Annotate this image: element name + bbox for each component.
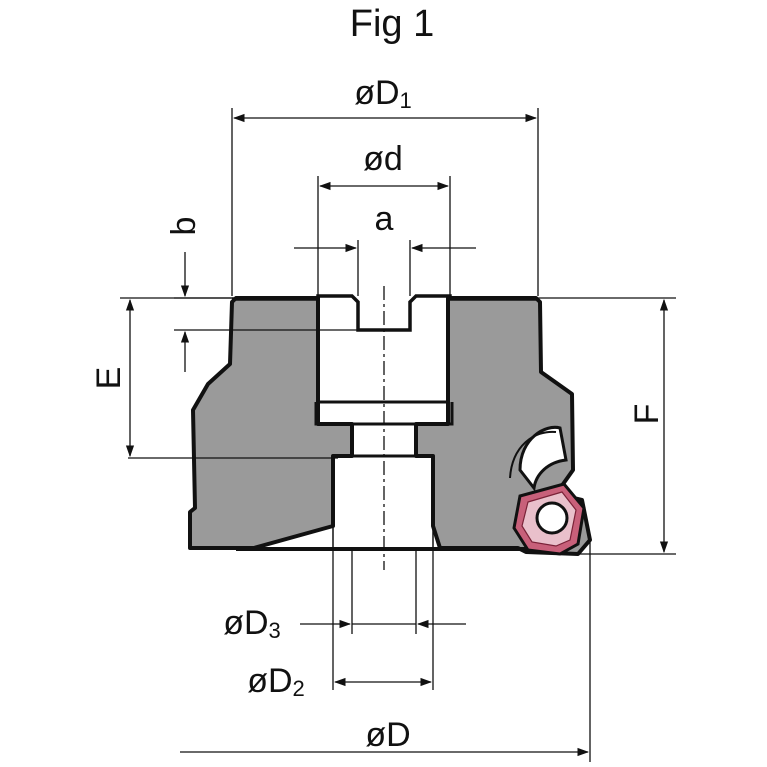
label-a: a — [375, 200, 394, 238]
cutting-insert — [512, 482, 586, 556]
label-D3-sub: 3 — [269, 618, 281, 643]
chip-pocket-curve — [509, 430, 557, 479]
chip-pocket — [518, 425, 568, 492]
label-D2-main: øD — [247, 662, 292, 700]
label-E: E — [90, 367, 128, 390]
label-D3: øD3 — [223, 604, 281, 643]
label-D1: øD1 — [354, 74, 412, 113]
label-D1-sub: 1 — [400, 88, 412, 113]
figure-title: Fig 1 — [350, 3, 434, 45]
dimensions: øD1 ød a b E F øD3 — [90, 74, 676, 762]
label-d: ød — [363, 140, 403, 178]
label-D2-sub: 2 — [293, 676, 305, 701]
label-D3-main: øD — [223, 604, 268, 642]
label-D2: øD2 — [247, 662, 305, 701]
label-F: F — [628, 404, 666, 425]
label-D1-main: øD — [354, 74, 399, 112]
label-b: b — [165, 217, 203, 236]
cutter-body — [188, 286, 592, 570]
insert-screw — [535, 501, 569, 535]
label-D: øD — [365, 716, 410, 754]
